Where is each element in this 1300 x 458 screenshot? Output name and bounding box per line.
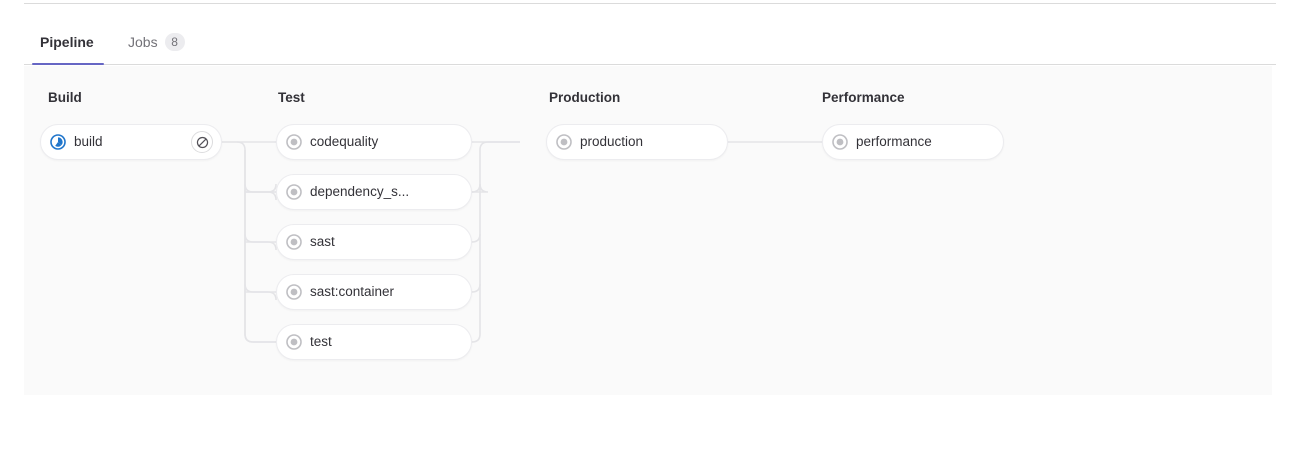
tab-pipeline[interactable]: Pipeline: [32, 20, 102, 64]
tab-active-indicator: [32, 63, 104, 65]
status-created-icon: [286, 284, 302, 300]
job-node-sast[interactable]: sast: [276, 224, 472, 260]
status-created-icon: [286, 134, 302, 150]
job-node-test[interactable]: test: [276, 324, 472, 360]
job-label-production: production: [580, 135, 644, 149]
job-node-dependency-scanning[interactable]: dependency_s...: [276, 174, 472, 210]
tab-bar: Pipeline Jobs 8: [24, 20, 1276, 65]
job-node-build[interactable]: build: [40, 124, 222, 160]
tab-jobs[interactable]: Jobs 8: [120, 20, 193, 64]
status-running-icon: [50, 134, 66, 150]
job-node-codequality[interactable]: codequality: [276, 124, 472, 160]
job-label-test: test: [310, 335, 332, 349]
job-label-performance: performance: [856, 135, 932, 149]
job-label-sast-container: sast:container: [310, 285, 395, 299]
job-node-performance[interactable]: performance: [822, 124, 1004, 160]
tab-pipeline-label: Pipeline: [40, 34, 94, 50]
tab-jobs-count-badge: 8: [164, 33, 185, 51]
job-node-production[interactable]: production: [546, 124, 728, 160]
job-label-sast: sast: [310, 235, 335, 249]
job-label-build: build: [74, 135, 103, 149]
stage-header-build: Build: [48, 90, 82, 105]
stage-header-test: Test: [278, 90, 305, 105]
pipeline-connectors: [222, 141, 822, 343]
pipeline-graph-panel: Build Test Production Performance: [24, 66, 1272, 395]
status-created-icon: [286, 334, 302, 350]
job-label-codequality: codequality: [310, 135, 379, 149]
tab-jobs-label: Jobs: [128, 34, 158, 50]
stage-header-performance: Performance: [822, 90, 905, 105]
job-label-dependency-scanning: dependency_s...: [310, 185, 410, 199]
top-divider: [24, 3, 1276, 4]
status-created-icon: [832, 134, 848, 150]
status-created-icon: [286, 234, 302, 250]
status-created-icon: [286, 184, 302, 200]
job-node-sast-container[interactable]: sast:container: [276, 274, 472, 310]
cancel-job-button[interactable]: [191, 131, 213, 153]
stage-header-production: Production: [549, 90, 621, 105]
status-created-icon: [556, 134, 572, 150]
cancel-icon: [196, 136, 208, 148]
